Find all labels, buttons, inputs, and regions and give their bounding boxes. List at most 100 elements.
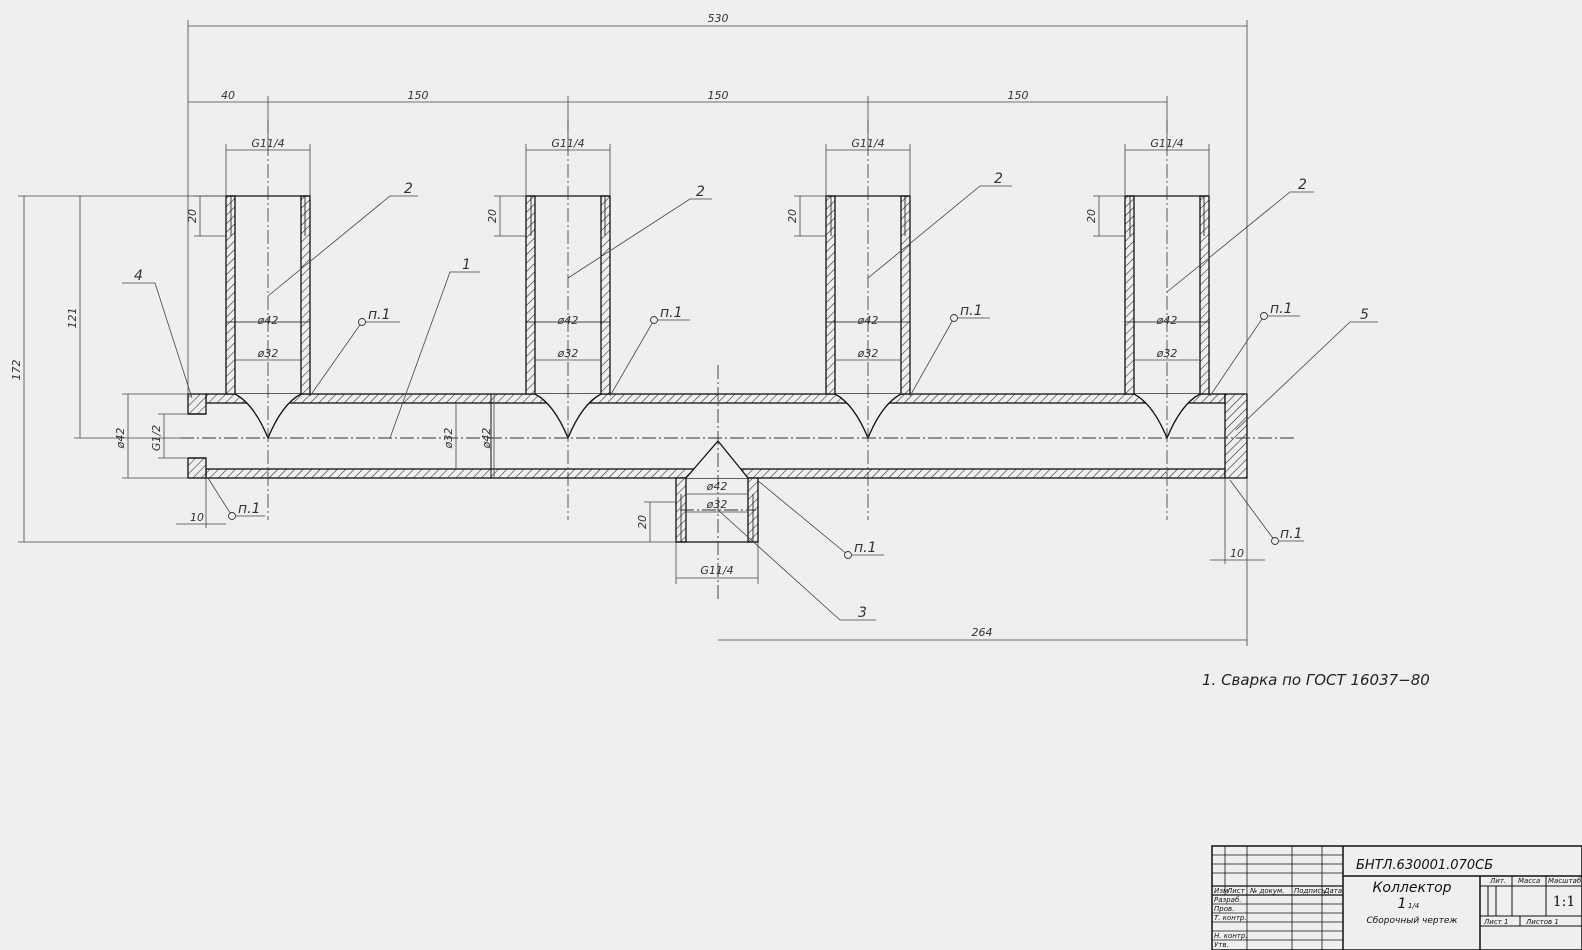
dim-10-left-text: 10 — [190, 511, 204, 524]
dim-264: 264 — [972, 626, 993, 639]
tb-role-ncontr: Н. контр. — [1214, 932, 1248, 940]
weld-leader-d — [1209, 315, 1300, 397]
tb-h-doc: № докум. — [1249, 887, 1285, 895]
tb-left-grid — [1212, 846, 1343, 950]
tb-h-list: Лист — [1226, 887, 1246, 895]
dim-nozzle-d32-text: ø32 — [706, 498, 728, 511]
dim-150-c: 150 — [1008, 89, 1029, 102]
technical-note: 1. Сварка по ГОСТ 16037−80 — [1202, 671, 1430, 689]
tb-drawing-code: БНТЛ.630001.070СБ — [1356, 858, 1493, 873]
tb-role-tcontr: Т. контр. — [1214, 914, 1247, 922]
tb-mass: Масса — [1518, 877, 1540, 885]
branch-dims-4 — [1093, 120, 1210, 520]
tb-h-sign: Подпись — [1294, 887, 1326, 895]
end-cap-right — [1224, 393, 1248, 479]
branch-dims-1 — [194, 120, 311, 520]
branch-depth-label: 20 — [186, 209, 199, 223]
leader-3 — [717, 509, 876, 621]
weld-circle-g — [1271, 537, 1279, 545]
leader-texts: 2 2 2 2 1 4 5 3 п.1 п.1 п.1 п.1 п.1 п.1 … — [134, 171, 1369, 621]
dim-40: 40 — [221, 89, 235, 102]
branch-dims-3 — [794, 120, 911, 520]
label-4: 4 — [134, 268, 143, 284]
label-2b: 2 — [696, 184, 705, 200]
branch-d42-label: ø42 — [257, 314, 279, 327]
tb-scale-value: 1:1 — [1553, 894, 1576, 910]
dim-10-right-text: 10 — [1230, 547, 1244, 560]
weld-circle-f — [844, 551, 852, 559]
center-lines — [180, 365, 1295, 600]
branch-d32-label: ø32 — [857, 347, 879, 360]
nozzle-cone — [685, 439, 749, 479]
tb-sheets: Листов 1 — [1525, 918, 1559, 926]
weld-label-f: п.1 — [854, 540, 877, 556]
dimension-lines — [18, 20, 1265, 646]
branch-right-wall — [300, 195, 311, 395]
branch-d42-label: ø42 — [557, 314, 579, 327]
label-5: 5 — [1360, 307, 1369, 323]
tb-h-date: Дата — [1323, 887, 1342, 895]
dim-d32-pipe: ø32 — [442, 428, 455, 450]
tb-scale-h: Масштаб — [1548, 877, 1582, 885]
tb-role-check: Пров. — [1214, 905, 1234, 913]
dim-d42-pipe: ø42 — [480, 428, 493, 450]
tb-h-izm: Изм — [1214, 887, 1229, 895]
label-3: 3 — [858, 605, 867, 621]
leader-5 — [1235, 321, 1378, 431]
weld-circle-a — [358, 318, 366, 326]
tb-size-frac: 1/4 — [1408, 902, 1419, 910]
dim-nozzle-d42-text: ø42 — [706, 480, 728, 493]
title-frame — [1211, 845, 1582, 950]
tb-size: 1 — [1398, 896, 1407, 912]
tb-lit: Лит. — [1489, 877, 1506, 885]
leader-1 — [389, 271, 480, 439]
branch-d32-label: ø32 — [257, 347, 279, 360]
branch-right-wall — [900, 195, 911, 395]
branch-group: G11/4ø42ø3220G11/4ø42ø3220G11/4ø42ø3220G… — [186, 120, 1210, 520]
leader-2a — [267, 195, 418, 297]
end-plug-left-top — [187, 393, 207, 415]
branch-depth-label: 20 — [486, 209, 499, 223]
weld-label-c: п.1 — [960, 303, 983, 319]
branch-left-wall — [225, 195, 236, 395]
leader-2b — [567, 198, 712, 279]
weld-label-g: п.1 — [1280, 526, 1303, 542]
branch-d32-label: ø32 — [1156, 347, 1178, 360]
pipe-top-wall — [205, 393, 1226, 404]
branch-dims-2 — [494, 120, 611, 520]
branch-d42-label: ø42 — [857, 314, 879, 327]
branch-right-wall — [600, 195, 611, 395]
dim-150-b: 150 — [708, 89, 729, 102]
label-2d: 2 — [1298, 177, 1307, 193]
branch-left-wall — [825, 195, 836, 395]
weld-label-e: п.1 — [238, 501, 261, 517]
tb-drawing-name: Коллектор — [1372, 880, 1451, 896]
weld-circle-b — [650, 316, 658, 324]
branch-d32-label: ø32 — [557, 347, 579, 360]
branch-left-wall — [1124, 195, 1135, 395]
weld-leader-a — [309, 321, 400, 397]
dim-nozzle-20-text: 20 — [636, 515, 649, 529]
weld-label-b: п.1 — [660, 305, 683, 321]
weld-circle-d — [1260, 312, 1268, 320]
dim-nozzle-thread-text: G11/4 — [700, 564, 733, 577]
weld-leader-b — [609, 319, 690, 397]
dim-172: 172 — [10, 360, 23, 381]
dimension-texts: 530 40 150 150 150 172 121 ø42 G1/2 ø32 … — [10, 12, 1244, 639]
branch-depth-label: 20 — [1085, 209, 1098, 223]
leader-2d — [1166, 191, 1314, 293]
leader-4 — [122, 282, 193, 399]
weld-circle-e — [228, 512, 236, 520]
dim-121: 121 — [66, 308, 79, 329]
dim-530: 530 — [708, 12, 729, 25]
branch-left-wall — [525, 195, 536, 395]
weld-label-d: п.1 — [1270, 301, 1293, 317]
weld-circle-c — [950, 314, 958, 322]
label-1: 1 — [462, 257, 471, 273]
dim-g12: G1/2 — [150, 425, 163, 451]
weld-leader-c — [909, 317, 990, 397]
title-block — [1211, 845, 1582, 950]
branch-right-wall — [1199, 195, 1210, 395]
dim-d42-left: ø42 — [114, 428, 127, 450]
